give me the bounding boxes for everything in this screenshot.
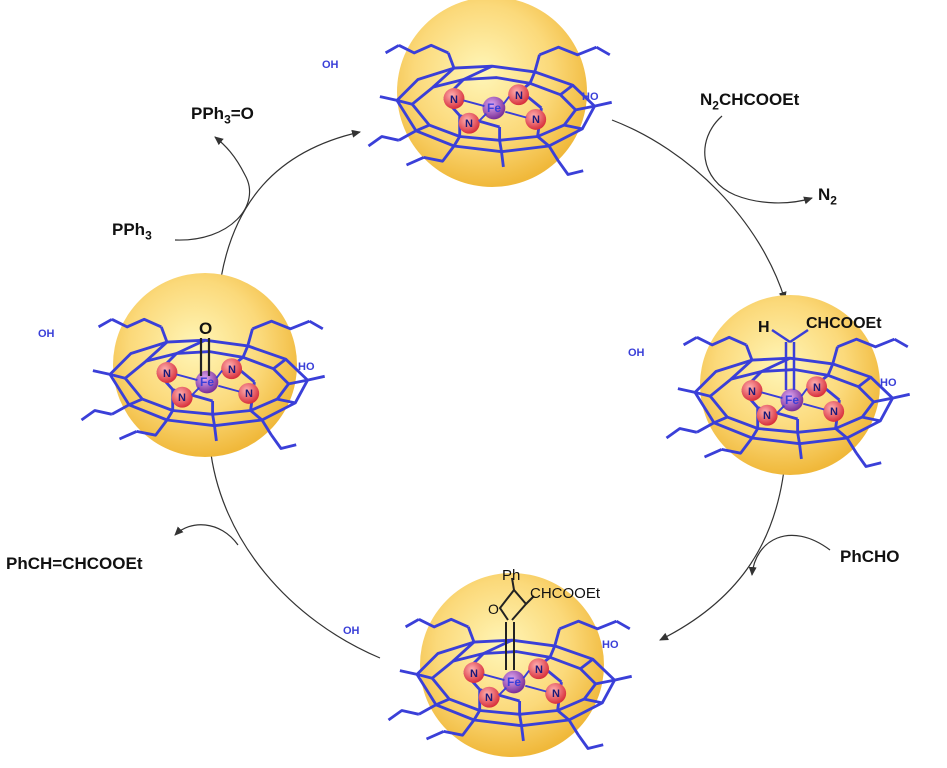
arrow-right-to-bottom	[659, 449, 787, 641]
n-label: N	[830, 406, 838, 418]
arrow-phcho-in	[748, 534, 831, 576]
acid-ho-label: HO	[602, 639, 619, 651]
reagent-arrows	[174, 115, 831, 576]
arrow-left-to-top	[217, 129, 361, 301]
arrow-bottom-to-left	[206, 445, 381, 659]
cycle-arrows	[206, 119, 787, 659]
acid-ho-label: HO	[582, 91, 599, 103]
n-label: N	[763, 410, 771, 422]
n-label: N	[245, 388, 253, 400]
n-label: N	[552, 688, 560, 700]
reagent-pph3-oxide: PPh3=O	[191, 104, 254, 127]
n-label: N	[178, 392, 186, 404]
n-label: N	[515, 90, 523, 102]
oxetane-ph-label: Ph	[502, 567, 520, 584]
complex-oxetane	[387, 573, 634, 757]
complex-carbene	[665, 295, 912, 475]
n-label: N	[485, 692, 493, 704]
arrow-top-to-right	[611, 119, 787, 301]
arrow-diazo-to-n2	[704, 115, 813, 205]
arrow-product-out	[174, 524, 239, 546]
oxetane-ester-label: CHCOOEt	[530, 585, 601, 602]
n-label: N	[748, 386, 756, 398]
reagent-diazo: N2CHCOOEt	[700, 90, 800, 113]
n-label: N	[450, 94, 458, 106]
n-label: N	[465, 118, 473, 130]
complex-oxo	[80, 273, 327, 457]
oxetane-o-label: O	[488, 601, 499, 617]
carbene-h-label: H	[758, 319, 770, 336]
n-label: N	[535, 664, 543, 676]
n-label: N	[163, 368, 171, 380]
fe-label-resting: Fe	[487, 101, 501, 115]
n-label: N	[228, 364, 236, 376]
product-ester: PhCH=CHCOOEt	[6, 554, 143, 573]
fe-label-carbene: Fe	[785, 393, 799, 407]
n-label: N	[813, 382, 821, 394]
arrow-pph3-in	[174, 136, 251, 241]
reagent-phcho: PhCHO	[840, 547, 900, 566]
acid-ho-label: HO	[298, 361, 315, 373]
oxo-o-label: O	[199, 319, 212, 338]
carbene-ester-label: CHCOOEt	[806, 315, 882, 332]
reagent-pph3: PPh3	[112, 220, 152, 243]
acid-oh-label: OH	[38, 328, 55, 340]
acid-oh-label: OH	[343, 625, 360, 637]
fe-label-oxetane: Fe	[507, 675, 521, 689]
reagent-n2: N2	[818, 185, 837, 208]
acid-oh-label: OH	[322, 59, 339, 71]
acid-ho-label: HO	[880, 377, 897, 389]
n-label: N	[470, 668, 478, 680]
complex-resting	[367, 0, 614, 187]
acid-oh-label: OH	[628, 347, 645, 359]
fe-label-oxo: Fe	[200, 375, 214, 389]
n-label: N	[532, 114, 540, 126]
